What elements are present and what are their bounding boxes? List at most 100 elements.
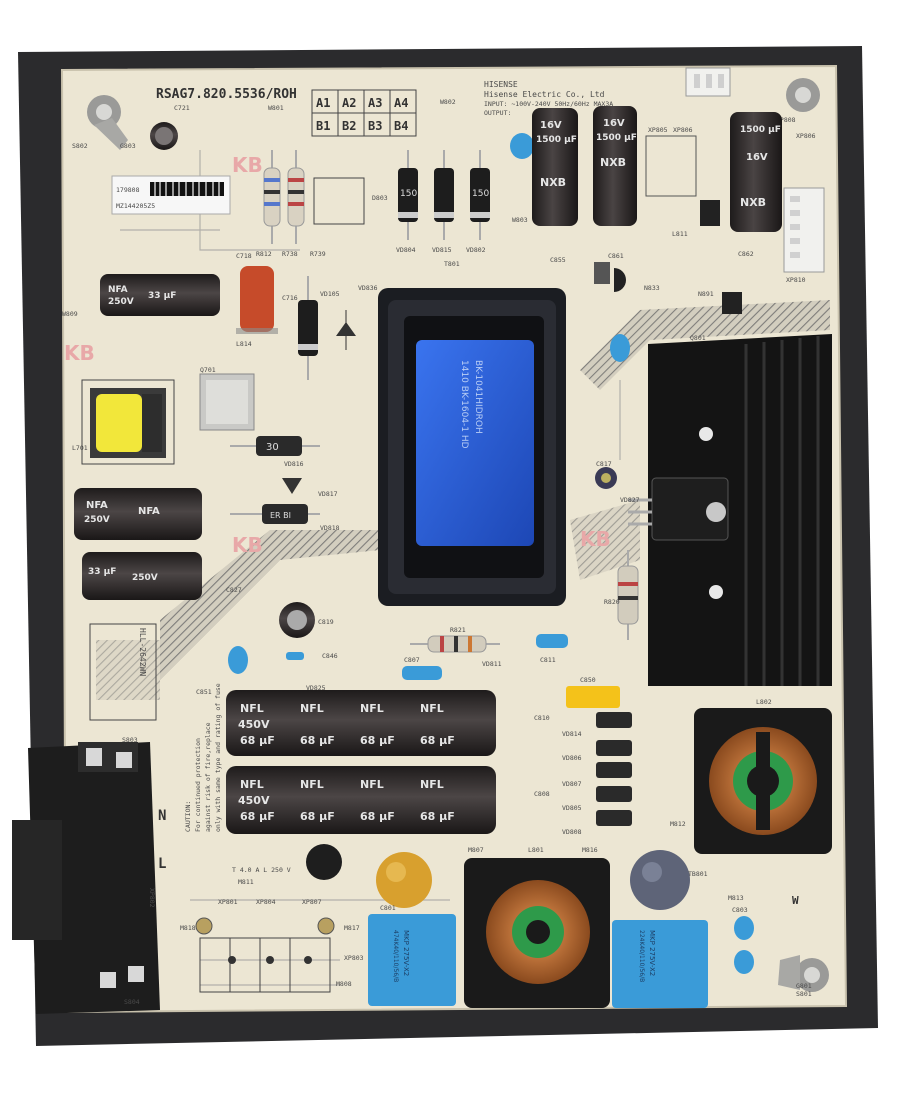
kb-mark-3: KB <box>232 533 263 557</box>
maker-name: HISENSE <box>484 80 518 89</box>
label-t801: T801 <box>444 260 460 268</box>
label-c811: C811 <box>540 656 556 664</box>
label-s801: S801 <box>796 990 812 998</box>
label-vd811: VD811 <box>482 660 502 668</box>
maker-full: Hisense Electric Co., Ltd <box>484 90 605 99</box>
label-vd814: VD814 <box>562 730 582 738</box>
diode-vd818: ER BI <box>230 504 320 524</box>
label-s803: S803 <box>122 736 138 744</box>
choke-l802 <box>694 708 832 854</box>
label-w: W <box>792 894 799 907</box>
resistor-r738 <box>287 150 305 244</box>
label-m808: M808 <box>336 980 352 988</box>
svg-text:MKP 275V-X2: MKP 275V-X2 <box>648 930 656 976</box>
cap-c721 <box>150 122 178 150</box>
fuse-rating: T 4.0 A L 250 V <box>232 866 291 874</box>
label-r821: R821 <box>450 626 466 634</box>
label-m816: M816 <box>582 846 598 854</box>
label-w801: W801 <box>268 104 284 112</box>
resistor-r820 <box>617 550 639 640</box>
xcap-c802: MKP 275V-X2 224K40/110/56/B <box>612 920 708 1008</box>
cap-c861: 16V 1500 µF NXB <box>593 106 637 226</box>
label-vd836: VD836 <box>358 284 378 292</box>
label-c803: C803 <box>732 906 748 914</box>
label-line: L <box>158 856 166 872</box>
label-vd808: VD808 <box>562 828 582 836</box>
label-xp810: XP810 <box>786 276 806 284</box>
cap-c810: NFL 450V 68 µF NFL NFL NFL 68 µF 68 µF 6… <box>226 690 496 756</box>
label-c862: C862 <box>738 250 754 258</box>
svg-text:68 µF: 68 µF <box>420 810 455 823</box>
smd-cap-c846 <box>286 652 304 660</box>
svg-text:ER BI: ER BI <box>270 511 291 520</box>
heatsink <box>648 334 832 686</box>
svg-text:NFL: NFL <box>360 778 384 791</box>
svg-text:224K40/110/56/B: 224K40/110/56/B <box>638 930 645 982</box>
svg-text:30: 30 <box>266 442 279 453</box>
diode-vd816: 30 <box>230 436 320 456</box>
svg-text:68 µF: 68 µF <box>240 810 275 823</box>
label-l801: L801 <box>528 846 544 854</box>
svg-text:NFL: NFL <box>360 702 384 715</box>
main-transformer: BK-1041HIDROH 1410 BK-1604-1 HD <box>378 288 566 606</box>
grid-a3: A3 <box>368 96 382 110</box>
svg-text:N891: N891 <box>698 290 714 298</box>
label-q801: Q801 <box>690 334 706 342</box>
label-c807: C807 <box>404 656 420 664</box>
label-c861: C861 <box>608 252 624 260</box>
label-w803: W803 <box>512 216 528 224</box>
output-rating: OUTPUT: <box>484 109 511 117</box>
label-s804: S804 <box>124 998 140 1006</box>
label-l802: L802 <box>756 698 772 706</box>
label-vd802: VD802 <box>466 246 486 254</box>
ceramic-cap-5 <box>734 950 754 974</box>
label-w802: W802 <box>440 98 456 106</box>
regulator-n833 <box>594 262 626 292</box>
svg-text:CAUTION:: CAUTION: <box>184 801 192 832</box>
label-l811: L811 <box>672 230 688 238</box>
label-vd804: VD804 <box>396 246 416 254</box>
xcap-c801: MKP 275V-X2 474K40/110/56/B <box>368 914 456 1006</box>
label-r812: R812 <box>256 250 272 258</box>
label-vd805: VD805 <box>562 804 582 812</box>
grid-a1: A1 <box>316 96 330 110</box>
bridge-diodes <box>596 712 632 826</box>
svg-text:NXB: NXB <box>600 156 626 169</box>
cap-c850 <box>566 686 620 708</box>
label-c808: C808 <box>534 790 550 798</box>
label-xp808: XP808 <box>776 116 796 124</box>
svg-text:450V: 450V <box>238 794 270 807</box>
screw-top-right <box>786 78 820 112</box>
label-r820: R820 <box>604 598 620 606</box>
label-c721: C721 <box>174 104 190 112</box>
grid-b2: B2 <box>342 119 356 133</box>
label-vd815: VD815 <box>432 246 452 254</box>
kb-mark-1: KB <box>232 153 263 177</box>
choke-l801 <box>464 858 610 1008</box>
label-c851: C851 <box>196 688 212 696</box>
label-m812: M812 <box>670 820 686 828</box>
label-vd816: VD816 <box>284 460 304 468</box>
thermistor-tb801 <box>630 850 690 910</box>
ac-input-connector <box>12 742 160 1014</box>
cap-c716-1: NFA 250V 33 µF <box>100 274 220 316</box>
cap-c819 <box>279 602 315 638</box>
label-c810: C810 <box>534 714 550 722</box>
grid-b4: B4 <box>394 119 408 133</box>
kb-mark-4: KB <box>580 527 611 551</box>
grid-b1: B1 <box>316 119 330 133</box>
diode-vd802: 150 <box>470 150 490 240</box>
label-l701: L701 <box>72 444 88 452</box>
label-c817: C817 <box>596 460 612 468</box>
svg-text:NFL: NFL <box>240 778 264 791</box>
label-c855: C855 <box>550 256 566 264</box>
resistor-r821 <box>410 635 500 653</box>
kb-mark-2: KB <box>64 341 95 365</box>
label-xp805: XP805 <box>648 126 668 134</box>
label-g803: G803 <box>120 142 136 150</box>
caution-block: CAUTION: For continued protection agains… <box>184 683 222 832</box>
diode-vd105 <box>298 276 318 380</box>
svg-text:For continued protection: For continued protection <box>194 738 202 832</box>
varistor <box>306 844 342 880</box>
